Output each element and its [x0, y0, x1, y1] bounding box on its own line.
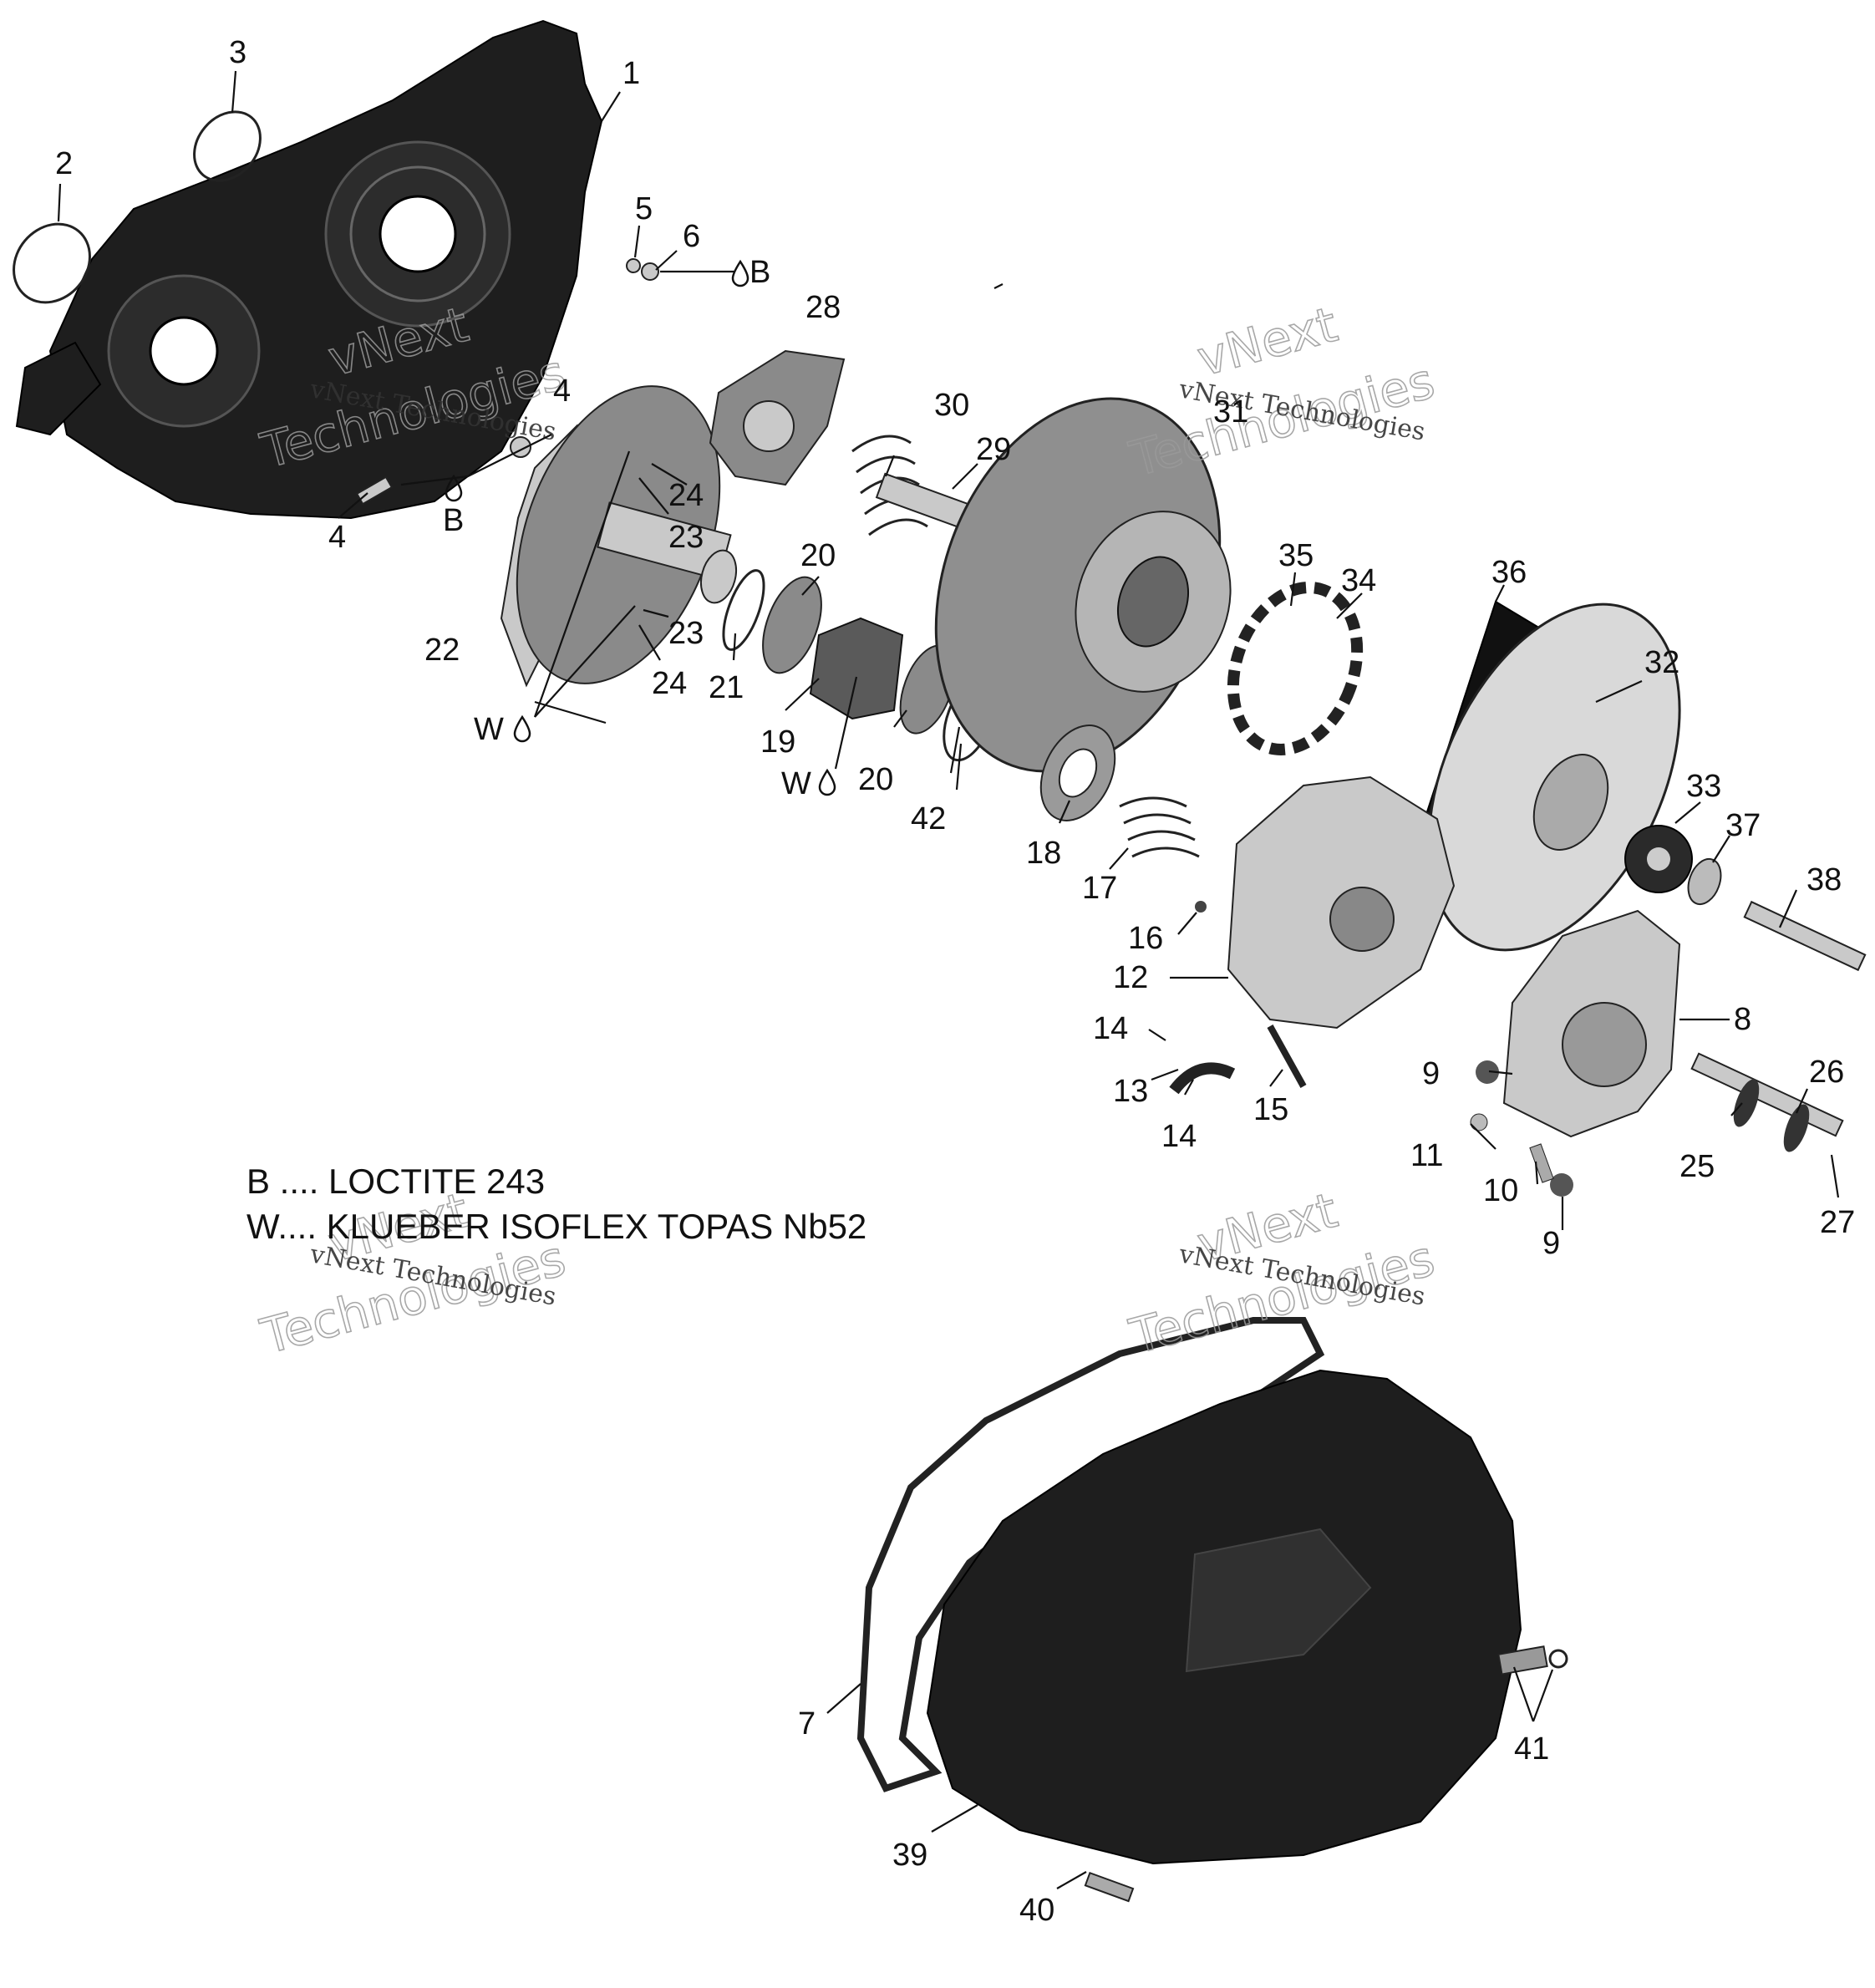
callout-label: 31 [1213, 394, 1248, 430]
callout-label: 17 [1082, 871, 1117, 906]
spring-and-ring-illustration [1039, 725, 1200, 858]
callout-label: 38 [1806, 862, 1842, 897]
callout-label: 14 [1161, 1119, 1197, 1154]
callout-label: 24 [668, 478, 704, 513]
watermark-brand-big: vNext [1192, 296, 1343, 388]
callout-label: 35 [1278, 538, 1314, 573]
inner-housing-illustration [15, 19, 603, 520]
lubricant-mark-w: W [781, 766, 811, 801]
spider-illustration [709, 349, 846, 486]
callout-label: 12 [1113, 960, 1148, 995]
callout-label: 29 [976, 432, 1011, 467]
callout-label: 34 [1341, 563, 1376, 598]
callout-label: 28 [805, 290, 841, 325]
callout-label: 21 [709, 670, 744, 705]
callout-label: 8 [1734, 1002, 1751, 1037]
callout-label: 22 [424, 633, 460, 668]
drop-icon [818, 768, 836, 796]
callout-label: 11 [1410, 1138, 1443, 1173]
callout-label: 16 [1128, 921, 1163, 956]
callout-label: 41 [1514, 1731, 1549, 1767]
callout-label: 6 [683, 219, 700, 254]
callout-label: 40 [1019, 1893, 1054, 1928]
callout-label: 33 [1686, 769, 1721, 804]
callout-label: 23 [668, 616, 704, 651]
callout-label: 36 [1491, 555, 1527, 590]
callout-label: 26 [1809, 1055, 1844, 1090]
lubricant-legend: B .... LOCTITE 243 W.... KLUEBER ISOFLEX… [246, 1162, 866, 1246]
legend-line-klueber: W.... KLUEBER ISOFLEX TOPAS Nb52 [246, 1207, 866, 1246]
callout-label: 39 [892, 1838, 927, 1873]
drop-icon [513, 714, 531, 743]
callout-label: 1 [622, 56, 640, 91]
callout-label: 24 [652, 666, 687, 701]
drop-icon [731, 259, 749, 287]
callout-label: 13 [1113, 1074, 1148, 1109]
outer-cover-illustration [856, 1317, 1568, 1903]
movable-sheave-illustration [934, 397, 1232, 773]
belt-and-pulley-illustration [1369, 600, 1681, 988]
callout-label: 27 [1820, 1205, 1855, 1240]
callout-label: 20 [800, 538, 836, 573]
housing-bracket-illustration [1227, 775, 1456, 1030]
bushing-illustration [722, 569, 996, 762]
lubricant-mark-w: W [474, 712, 504, 747]
callout-label: 4 [328, 520, 346, 555]
callout-label: 32 [1644, 645, 1679, 680]
callout-label: 37 [1725, 808, 1761, 843]
callout-label: 3 [229, 35, 246, 70]
o-ring-illustration [193, 110, 262, 182]
leader-lines [57, 70, 1840, 1889]
lubricant-mark-b: B [443, 503, 464, 538]
callout-label: 20 [858, 762, 893, 797]
callout-label: 42 [911, 801, 946, 836]
callout-label: 19 [760, 725, 795, 760]
lubricant-marks: B B W W [443, 255, 836, 801]
callout-label: 5 [635, 191, 653, 226]
callout-label: 30 [934, 388, 969, 423]
callout-label: 7 [798, 1706, 816, 1741]
callout-label: 14 [1093, 1011, 1128, 1046]
lubricant-mark-b: B [749, 255, 770, 290]
callout-label: 4 [553, 374, 571, 409]
drop-icon [445, 474, 463, 502]
support-bracket-illustration [1502, 909, 1844, 1152]
callout-label: 15 [1253, 1092, 1288, 1127]
callout-label: 23 [668, 520, 704, 555]
callout-label: 9 [1542, 1226, 1560, 1261]
bearing-bolt-illustration [1624, 825, 1867, 972]
small-hardware-illustration [1169, 901, 1573, 1197]
callout-label: 25 [1679, 1149, 1715, 1184]
callout-label: 10 [1483, 1173, 1518, 1208]
callout-labels: 1 2 3 4 4 5 6 7 8 9 9 10 11 12 13 14 14 … [55, 35, 1855, 1928]
callout-label: 18 [1026, 836, 1061, 871]
o-ring-illustration [13, 222, 91, 304]
legend-line-loctite: B .... LOCTITE 243 [246, 1162, 545, 1201]
callout-label: 9 [1422, 1056, 1440, 1091]
callout-label: 2 [55, 146, 73, 181]
cage-ring-illustration [1227, 582, 1364, 755]
fixed-sheave-illustration [500, 385, 738, 688]
